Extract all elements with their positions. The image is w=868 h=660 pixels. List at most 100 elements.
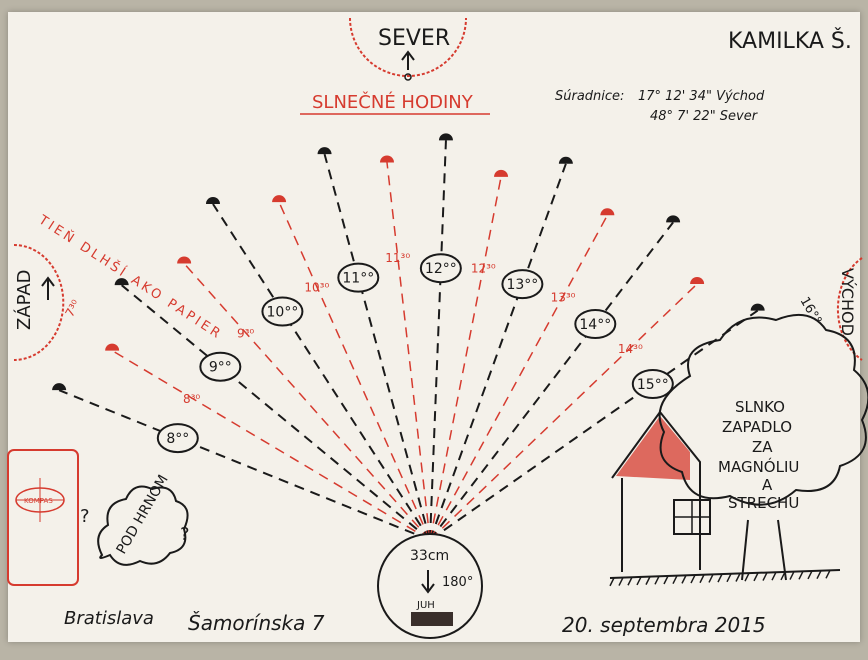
ground-tick — [816, 570, 822, 579]
hour-ray — [111, 349, 431, 541]
hour-label: 14°° — [579, 317, 611, 333]
hour-ray — [429, 163, 567, 541]
footer-city: Bratislava — [64, 608, 154, 629]
sun-marker-icon — [494, 169, 509, 177]
sun-marker-icon — [205, 196, 220, 204]
cloud-text: POD HRNOM — [114, 472, 172, 557]
hour-label: 8³⁰ — [183, 392, 200, 406]
sun-marker-icon — [105, 343, 120, 351]
kompas-box — [7, 449, 79, 586]
sun-marker-icon — [317, 147, 332, 155]
coordinates-label: Súradnice: — [555, 89, 624, 104]
ground-tick — [681, 575, 687, 584]
hour-label: 14³⁰ — [618, 342, 643, 356]
cloud-shape — [97, 485, 189, 566]
north-sun-circle — [349, 17, 467, 77]
north-arrow-icon — [401, 50, 415, 70]
sun-marker-icon — [690, 276, 705, 284]
hour-label-circle — [574, 309, 617, 340]
hour-label: 9³⁰ — [237, 327, 254, 341]
ground-tick — [699, 574, 705, 584]
west-arrow-icon — [41, 276, 55, 300]
kompas-label: KOMPAS — [24, 497, 53, 505]
hour-ray — [278, 201, 431, 541]
hour-label: 11³⁰ — [385, 251, 410, 265]
tree-line-3: ZA — [752, 438, 773, 456]
hour-ray — [323, 153, 431, 541]
ground-tick — [753, 572, 759, 582]
hour-ray — [429, 309, 759, 541]
tree-text: SLNKO ZAPADLO ZA MAGNÓLIU A STRECHU — [718, 398, 799, 512]
hour-label: 13³⁰ — [551, 290, 576, 304]
ground-tick — [807, 570, 813, 580]
hour-ray — [58, 389, 431, 541]
question-mark-1: ? — [80, 506, 90, 527]
sun-marker-icon — [177, 256, 192, 264]
footer-street: Šamorínska 7 — [188, 611, 325, 635]
south-arrow-icon — [421, 570, 435, 594]
hour-label-circle — [337, 262, 380, 293]
ground-tick — [762, 572, 768, 581]
hour-ray — [429, 176, 502, 541]
sun-marker-icon — [272, 195, 287, 203]
hour-ray — [386, 162, 431, 541]
west-sun-circle — [13, 244, 65, 361]
ground-tick — [654, 575, 660, 585]
hour-label: 10³⁰ — [304, 281, 329, 295]
east-sun-circle — [836, 257, 863, 361]
ground-tick — [618, 577, 624, 586]
ground-tick — [789, 571, 795, 580]
house-illustration — [611, 410, 711, 572]
hour-label: 15°° — [637, 377, 669, 393]
ground-tick — [726, 573, 732, 583]
ground-tick — [780, 571, 786, 581]
kompas-cross-icon — [16, 478, 64, 522]
sun-marker-icon — [379, 155, 394, 163]
south-label: JUH — [416, 600, 435, 611]
ground-tick — [708, 574, 714, 583]
hour-label-circle — [501, 269, 544, 300]
hour-label: 13°° — [506, 277, 538, 293]
hour-ray — [183, 263, 431, 541]
hour-ray — [429, 214, 609, 541]
ground-tick — [690, 574, 696, 584]
ground-tick — [645, 576, 651, 585]
ground-tick — [771, 571, 777, 581]
hour-rays: 8°°8³⁰9°°9³⁰10°°10³⁰11°°11³⁰12°°12³⁰13°°… — [52, 133, 765, 541]
hour-ray — [429, 140, 447, 541]
hour-label: 9°° — [209, 360, 232, 376]
north-dot-icon — [404, 73, 412, 81]
label-7-30: 7³⁰ — [62, 297, 83, 319]
author-name: KAMILKA Š. — [728, 28, 852, 54]
ground-tick — [636, 576, 642, 586]
coordinates-latitude: 48° 7' 22" Sever — [650, 109, 759, 124]
hour-label-circle — [156, 423, 199, 454]
ground-tick — [609, 577, 615, 587]
hour-label: 10°° — [267, 305, 299, 321]
coordinates-longitude: 17° 12' 34" Východ — [638, 89, 765, 104]
west-label: ZÁPAD — [13, 269, 35, 330]
hour-label: 12³⁰ — [471, 262, 496, 276]
sun-marker-icon — [666, 215, 681, 223]
hour-label-circle — [419, 253, 462, 284]
hour-label-circle — [199, 351, 242, 382]
ground-tick — [717, 573, 723, 583]
ground-tick — [798, 570, 804, 580]
hour-label-circle — [631, 368, 674, 399]
angle-label: 180° — [442, 575, 473, 590]
ground-hatch — [609, 570, 831, 587]
ground-tick — [672, 575, 678, 585]
ground-tick — [825, 570, 831, 579]
gnomon-circle — [377, 533, 483, 639]
hour-label: 11°° — [342, 271, 374, 287]
sun-marker-icon — [114, 278, 129, 286]
shadow-note: TIEŇ DLHŠÍ AKO PAPIER — [35, 211, 226, 343]
tree-line-1: SLNKO — [735, 398, 785, 416]
east-label: VÝCHOD — [838, 268, 857, 336]
ground-tick — [627, 576, 633, 586]
ground-tick — [663, 575, 669, 585]
poster-title: SLNEČNÉ HODINY — [312, 91, 474, 113]
sun-marker-icon — [52, 383, 67, 391]
tree-line-6: STRECHU — [728, 494, 799, 512]
